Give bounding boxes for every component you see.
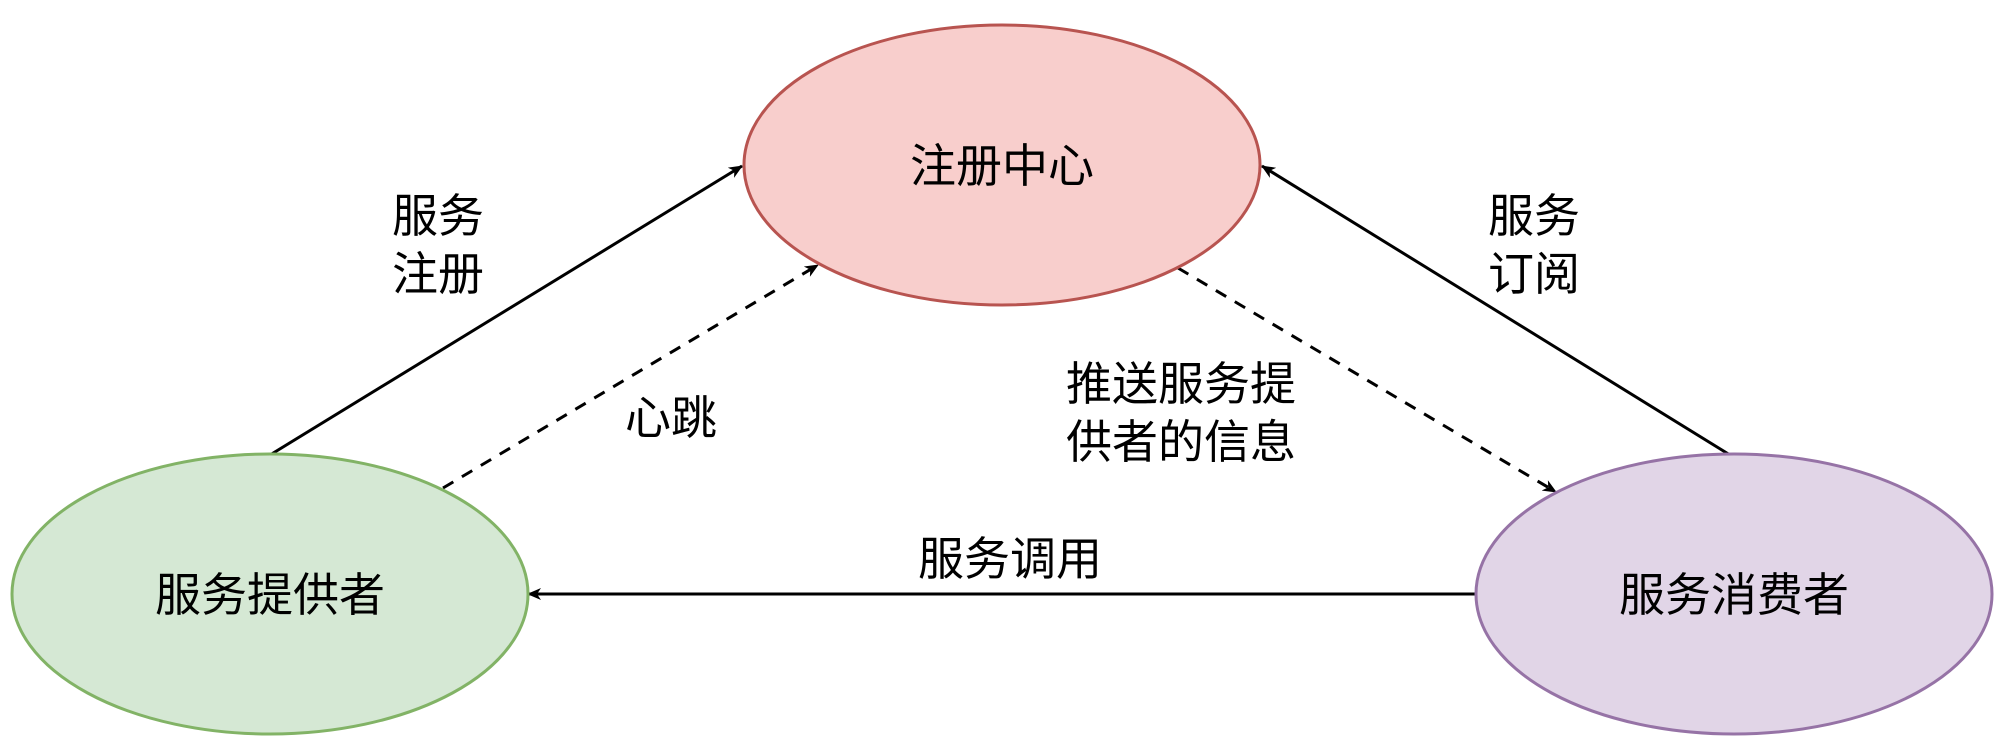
subscribe-label-line-2: 订阅 (1488, 247, 1580, 301)
heartbeat-label: 心跳 (625, 391, 717, 445)
edge-heartbeat (442, 263, 819, 490)
node-service-provider: 服务提供者 (10, 452, 530, 736)
edge-service-register (269, 164, 743, 457)
edge-service-subscribe (1261, 164, 1731, 457)
register-label-line-2: 注册 (392, 247, 484, 301)
registry-ellipse (742, 23, 1262, 307)
heartbeat-arrow (442, 263, 819, 490)
push-label-line-1: 推送服务提 (1066, 357, 1296, 411)
provider-label: 服务提供者 (155, 568, 385, 622)
consumer-label: 服务消费者 (1619, 568, 1849, 622)
node-service-consumer: 服务消费者 (1474, 452, 1994, 736)
register-arrow (269, 164, 743, 457)
invoke-label: 服务调用 (918, 532, 1102, 586)
push-label: 推送服务提 供者的信息 (1066, 357, 1296, 469)
edge-push-provider-info (1177, 266, 1557, 494)
register-label-line-1: 服务 (392, 189, 484, 243)
node-registry: 注册中心 (742, 23, 1262, 307)
consumer-ellipse (1474, 452, 1994, 736)
register-label: 服务 注册 (392, 189, 484, 301)
push-arrow (1177, 266, 1557, 494)
subscribe-arrow (1261, 164, 1731, 457)
subscribe-label: 服务 订阅 (1488, 189, 1580, 301)
provider-ellipse (10, 452, 530, 736)
registry-label: 注册中心 (910, 139, 1094, 193)
subscribe-label-line-1: 服务 (1488, 189, 1580, 243)
push-label-line-2: 供者的信息 (1066, 415, 1296, 469)
